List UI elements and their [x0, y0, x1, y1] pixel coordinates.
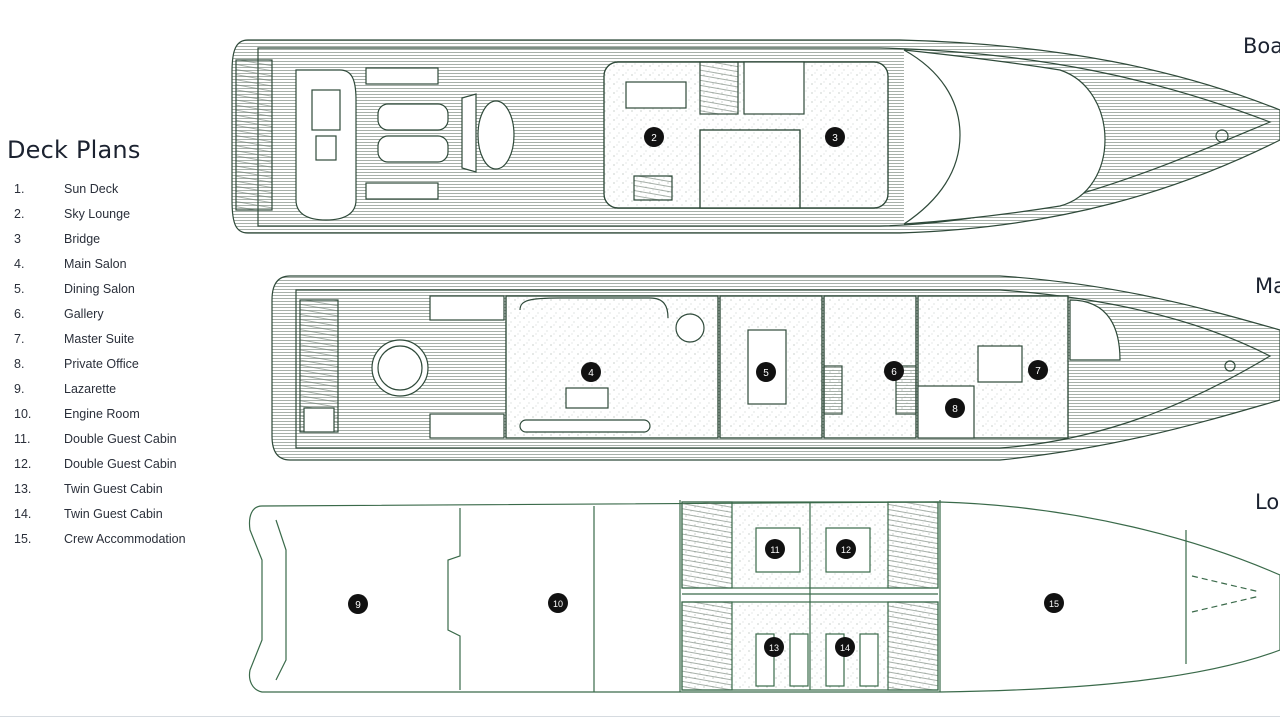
- room-marker-13: 13: [764, 637, 784, 657]
- room-marker-10: 10: [548, 593, 568, 613]
- legend-label: Twin Guest Cabin: [64, 507, 163, 521]
- legend-item: 9. Lazarette: [14, 382, 186, 407]
- legend-num: 13.: [14, 482, 32, 496]
- room-marker-2: 2: [644, 127, 664, 147]
- marker-label: 15: [1049, 599, 1059, 609]
- boat-deck-label: Boa: [1243, 34, 1280, 58]
- legend-item: 10. Engine Room: [14, 407, 186, 432]
- legend-item: 2. Sky Lounge: [14, 207, 186, 232]
- legend-num: 3: [14, 232, 21, 246]
- legend-num: 8.: [14, 357, 25, 371]
- room-marker-11: 11: [765, 539, 785, 559]
- legend-label: Twin Guest Cabin: [64, 482, 163, 496]
- room-marker-5: 5: [756, 362, 776, 382]
- legend-item: 5. Dining Salon: [14, 282, 186, 307]
- legend-num: 1.: [14, 182, 25, 196]
- room-marker-12: 12: [836, 539, 856, 559]
- marker-label: 6: [891, 367, 897, 378]
- room-marker-15: 15: [1044, 593, 1064, 613]
- legend-label: Private Office: [64, 357, 139, 371]
- marker-label: 4: [588, 368, 594, 379]
- legend-num: 10.: [14, 407, 32, 421]
- legend-num: 4.: [14, 257, 25, 271]
- legend-item: 7. Master Suite: [14, 332, 186, 357]
- legend-label: Sky Lounge: [64, 207, 131, 221]
- legend-label: Bridge: [64, 232, 101, 246]
- legend-label: Double Guest Cabin: [64, 457, 177, 471]
- legend-num: 14.: [14, 507, 32, 521]
- room-marker-3: 3: [825, 127, 845, 147]
- room-marker-9: 9: [348, 594, 368, 614]
- marker-label: 14: [840, 643, 850, 653]
- legend-item: 4. Main Salon: [14, 257, 186, 282]
- legend-item: 12. Double Guest Cabin: [14, 457, 186, 482]
- legend-item: 6. Gallery: [14, 307, 186, 332]
- legend-item: 15. Crew Accommodation: [14, 532, 186, 557]
- marker-label: 2: [651, 133, 657, 144]
- legend-item: 11. Double Guest Cabin: [14, 432, 186, 457]
- legend-item: 14. Twin Guest Cabin: [14, 507, 186, 532]
- marker-label: 9: [355, 600, 361, 611]
- legend-label: Crew Accommodation: [64, 532, 186, 546]
- legend-num: 5.: [14, 282, 25, 296]
- room-marker-6: 6: [884, 361, 904, 381]
- marker-label: 11: [770, 545, 779, 555]
- marker-label: 8: [952, 404, 958, 415]
- legend-item: 13. Twin Guest Cabin: [14, 482, 186, 507]
- legend-title: Deck Plans: [7, 136, 141, 164]
- legend-label: Engine Room: [64, 407, 140, 421]
- legend-num: 12.: [14, 457, 32, 471]
- legend-num: 2.: [14, 207, 25, 221]
- legend-num: 6.: [14, 307, 25, 321]
- legend-num: 9.: [14, 382, 25, 396]
- legend-label: Dining Salon: [64, 282, 135, 296]
- marker-label: 5: [763, 368, 769, 379]
- marker-label: 10: [553, 599, 563, 609]
- bottom-divider: [0, 716, 1280, 717]
- legend-label: Gallery: [64, 307, 104, 321]
- lower-deck-plan: [248, 500, 1280, 693]
- legend-label: Master Suite: [64, 332, 135, 346]
- room-marker-4: 4: [581, 362, 601, 382]
- boat-deck-plan: [231, 39, 1280, 234]
- main-deck-label: Ma: [1255, 274, 1280, 298]
- marker-label: 12: [841, 545, 851, 555]
- legend-item: 3 Bridge: [14, 232, 186, 257]
- marker-label: 13: [769, 643, 779, 653]
- legend-item: 8. Private Office: [14, 357, 186, 382]
- legend-label: Main Salon: [64, 257, 127, 271]
- legend-label: Lazarette: [64, 382, 117, 396]
- marker-label: 7: [1035, 366, 1041, 377]
- main-deck-plan: [271, 275, 1280, 461]
- marker-label: 3: [832, 133, 838, 144]
- room-marker-14: 14: [835, 637, 855, 657]
- legend-label: Double Guest Cabin: [64, 432, 177, 446]
- room-marker-8: 8: [945, 398, 965, 418]
- legend-num: 15.: [14, 532, 32, 546]
- legend-num: 7.: [14, 332, 25, 346]
- room-marker-7: 7: [1028, 360, 1048, 380]
- legend-label: Sun Deck: [64, 182, 119, 196]
- lower-deck-label: Lo: [1255, 490, 1280, 514]
- legend-num: 11.: [14, 432, 31, 446]
- legend-item: 1. Sun Deck: [14, 182, 186, 207]
- legend-list: 1. Sun Deck 2. Sky Lounge 3 Bridge 4. Main S…: [14, 182, 186, 557]
